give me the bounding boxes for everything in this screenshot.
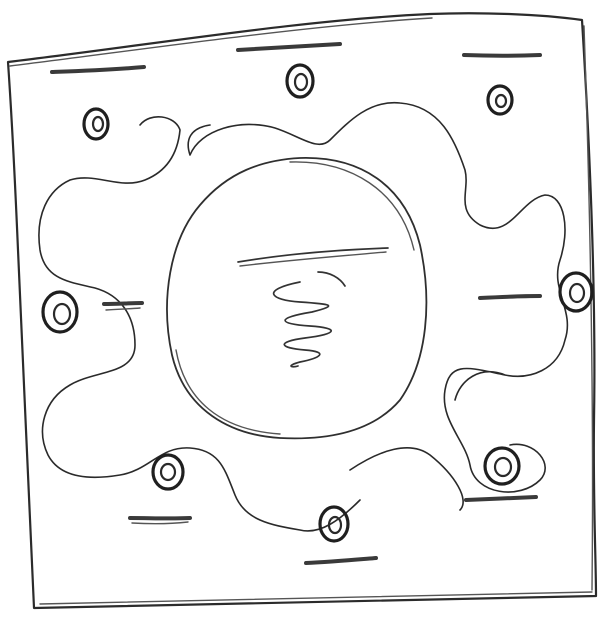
ring-icon-top-center [287, 65, 313, 97]
placeholder-bars [52, 44, 540, 563]
bar-top-right [464, 55, 540, 56]
ring-icon-mid-left [43, 292, 77, 332]
bar-bottom-right [466, 497, 536, 500]
circle-outline [167, 158, 426, 438]
bar-mid-left-echo [106, 308, 140, 310]
ring-icon-mid-right [560, 273, 592, 311]
bar-mid-left [104, 303, 142, 304]
ring-icon-top-right [488, 86, 512, 114]
bar-bottom-center [306, 558, 376, 563]
wavy-outline [39, 103, 567, 531]
bar-mid-right [480, 296, 540, 298]
bar-bottom-left-echo [132, 522, 188, 524]
ring-icon-lower-left [153, 455, 183, 489]
frame-border [8, 13, 596, 608]
circle-outline-echo [176, 162, 414, 434]
bar-top-center [238, 44, 340, 50]
bar-top-left [52, 67, 144, 72]
ring-icon-bottom-center [320, 507, 348, 541]
center-scribble [238, 248, 388, 367]
ring-icon-lower-right [485, 448, 519, 484]
ring-icon-upper-left [84, 109, 108, 139]
